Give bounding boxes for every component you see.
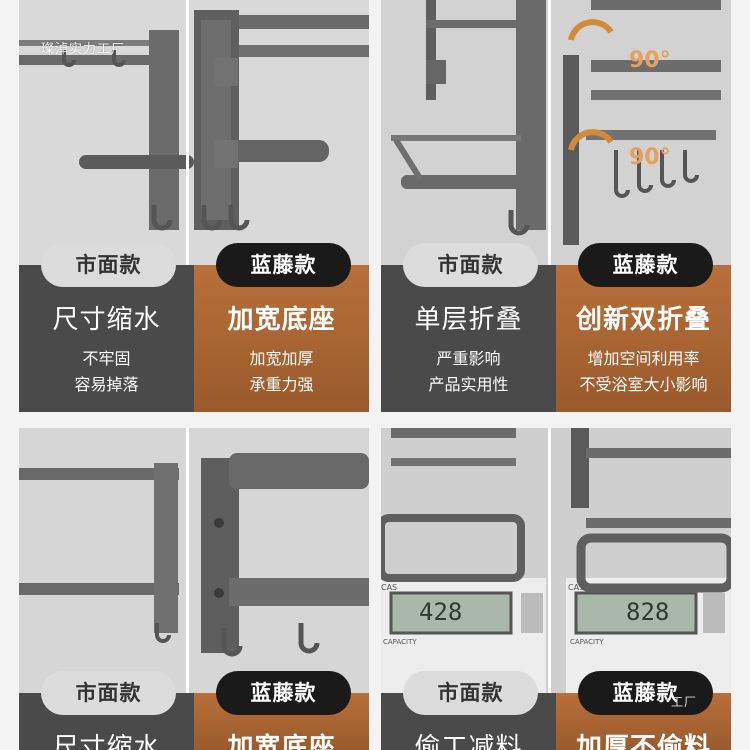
brand-title: 加厚不偷料 [575, 733, 711, 750]
comparison-panel-weight: CAS CAS 428 828 CAPACITY CAPACITY 市面款 偷工… [381, 428, 731, 750]
market-label: 市面款 [41, 671, 176, 715]
market-title: 尺寸缩水 [52, 733, 161, 750]
market-point: 容易掉落 [74, 375, 139, 394]
brand-point: 不受浴室大小影响 [579, 375, 708, 394]
brand-column: 蓝藤款 创新双折叠 增加空间利用率 不受浴室大小影响 [556, 243, 731, 412]
market-label: 市面款 [403, 243, 538, 287]
brand-label: 蓝藤款 [578, 243, 713, 287]
rack-weight-photo [381, 428, 731, 698]
market-column: 市面款 尺寸缩水 不牢固 容易掉落 [19, 243, 194, 412]
scale-caption: CAPACITY [570, 638, 604, 646]
market-label: 市面款 [41, 243, 176, 287]
brand-column: 蓝藤款 加宽底座 加宽加厚 承重力强 [194, 243, 369, 412]
watermark-bottom: 工厂 [671, 695, 698, 709]
market-label: 市面款 [403, 671, 538, 715]
scale-brand: CAS [568, 583, 585, 592]
brand-title: 创新双折叠 [575, 305, 711, 335]
market-column: 市面款 单层折叠 严重影响 产品实用性 [381, 243, 556, 412]
rack-fold-photo [381, 0, 731, 270]
angle-label: 90° [629, 145, 671, 170]
market-column: 市面款 尺寸缩水 [19, 671, 194, 750]
market-title: 偷工减料 [414, 733, 523, 750]
market-point: 产品实用性 [428, 375, 509, 394]
brand-title: 加宽底座 [227, 733, 336, 750]
brand-column: 蓝藤款 加厚不偷料 [556, 671, 731, 750]
market-title: 单层折叠 [414, 305, 523, 335]
rack-base-photo [19, 0, 369, 270]
market-title: 尺寸缩水 [52, 305, 161, 335]
comparison-panel-fold: 90° 90° 市面款 单层折叠 严重影响 产品实用性 蓝藤款 创新双折叠 增加… [381, 0, 731, 412]
brand-point: 增加空间利用率 [587, 349, 700, 368]
angle-label: 90° [629, 48, 671, 73]
comparison-panel-mount: 市面款 尺寸缩水 蓝藤款 加宽底座 [19, 428, 369, 750]
brand-title: 加宽底座 [227, 305, 336, 335]
watermark: 璨淖实力工厂 [41, 42, 126, 57]
brand-point: 加宽加厚 [249, 349, 314, 368]
brand-point: 承重力强 [249, 375, 314, 394]
scale-caption: CAPACITY [383, 638, 417, 646]
brand-label: 蓝藤款 [216, 671, 351, 715]
scale-reading-left: 428 [419, 598, 463, 626]
brand-label: 蓝藤款 [216, 243, 351, 287]
market-column: 市面款 偷工减料 [381, 671, 556, 750]
scale-brand: CAS [381, 583, 398, 592]
market-point: 严重影响 [436, 349, 501, 368]
brand-label: 蓝藤款 [578, 671, 713, 715]
comparison-panel-base: 璨淖实力工厂 市面款 尺寸缩水 不牢固 容易掉落 蓝藤款 加宽底座 加宽加厚 承… [19, 0, 369, 412]
brand-column: 蓝藤款 加宽底座 [194, 671, 369, 750]
scale-reading-right: 828 [626, 598, 670, 626]
rack-mount-photo [19, 428, 369, 698]
market-point: 不牢固 [82, 349, 131, 368]
